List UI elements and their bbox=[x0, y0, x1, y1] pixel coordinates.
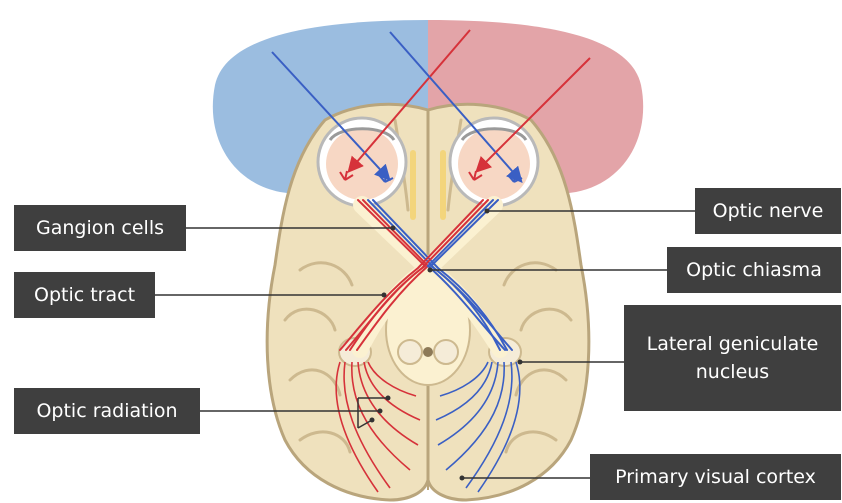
brain bbox=[267, 104, 589, 500]
fat-left bbox=[410, 150, 416, 220]
label-optic-chiasma: Optic chiasma bbox=[667, 247, 841, 293]
label-primary-visual-cortex: Primary visual cortex bbox=[590, 454, 841, 500]
fat-right bbox=[440, 150, 446, 220]
label-lateral-geniculate-nucleus: Lateral geniculate nucleus bbox=[624, 305, 841, 411]
label-ganglion-cells: Gangion cells bbox=[14, 205, 186, 251]
label-optic-tract: Optic tract bbox=[14, 272, 155, 318]
right-eye bbox=[450, 118, 538, 206]
label-optic-nerve: Optic nerve bbox=[695, 188, 841, 234]
label-optic-radiation: Optic radiation bbox=[14, 388, 200, 434]
left-eye bbox=[318, 118, 406, 206]
